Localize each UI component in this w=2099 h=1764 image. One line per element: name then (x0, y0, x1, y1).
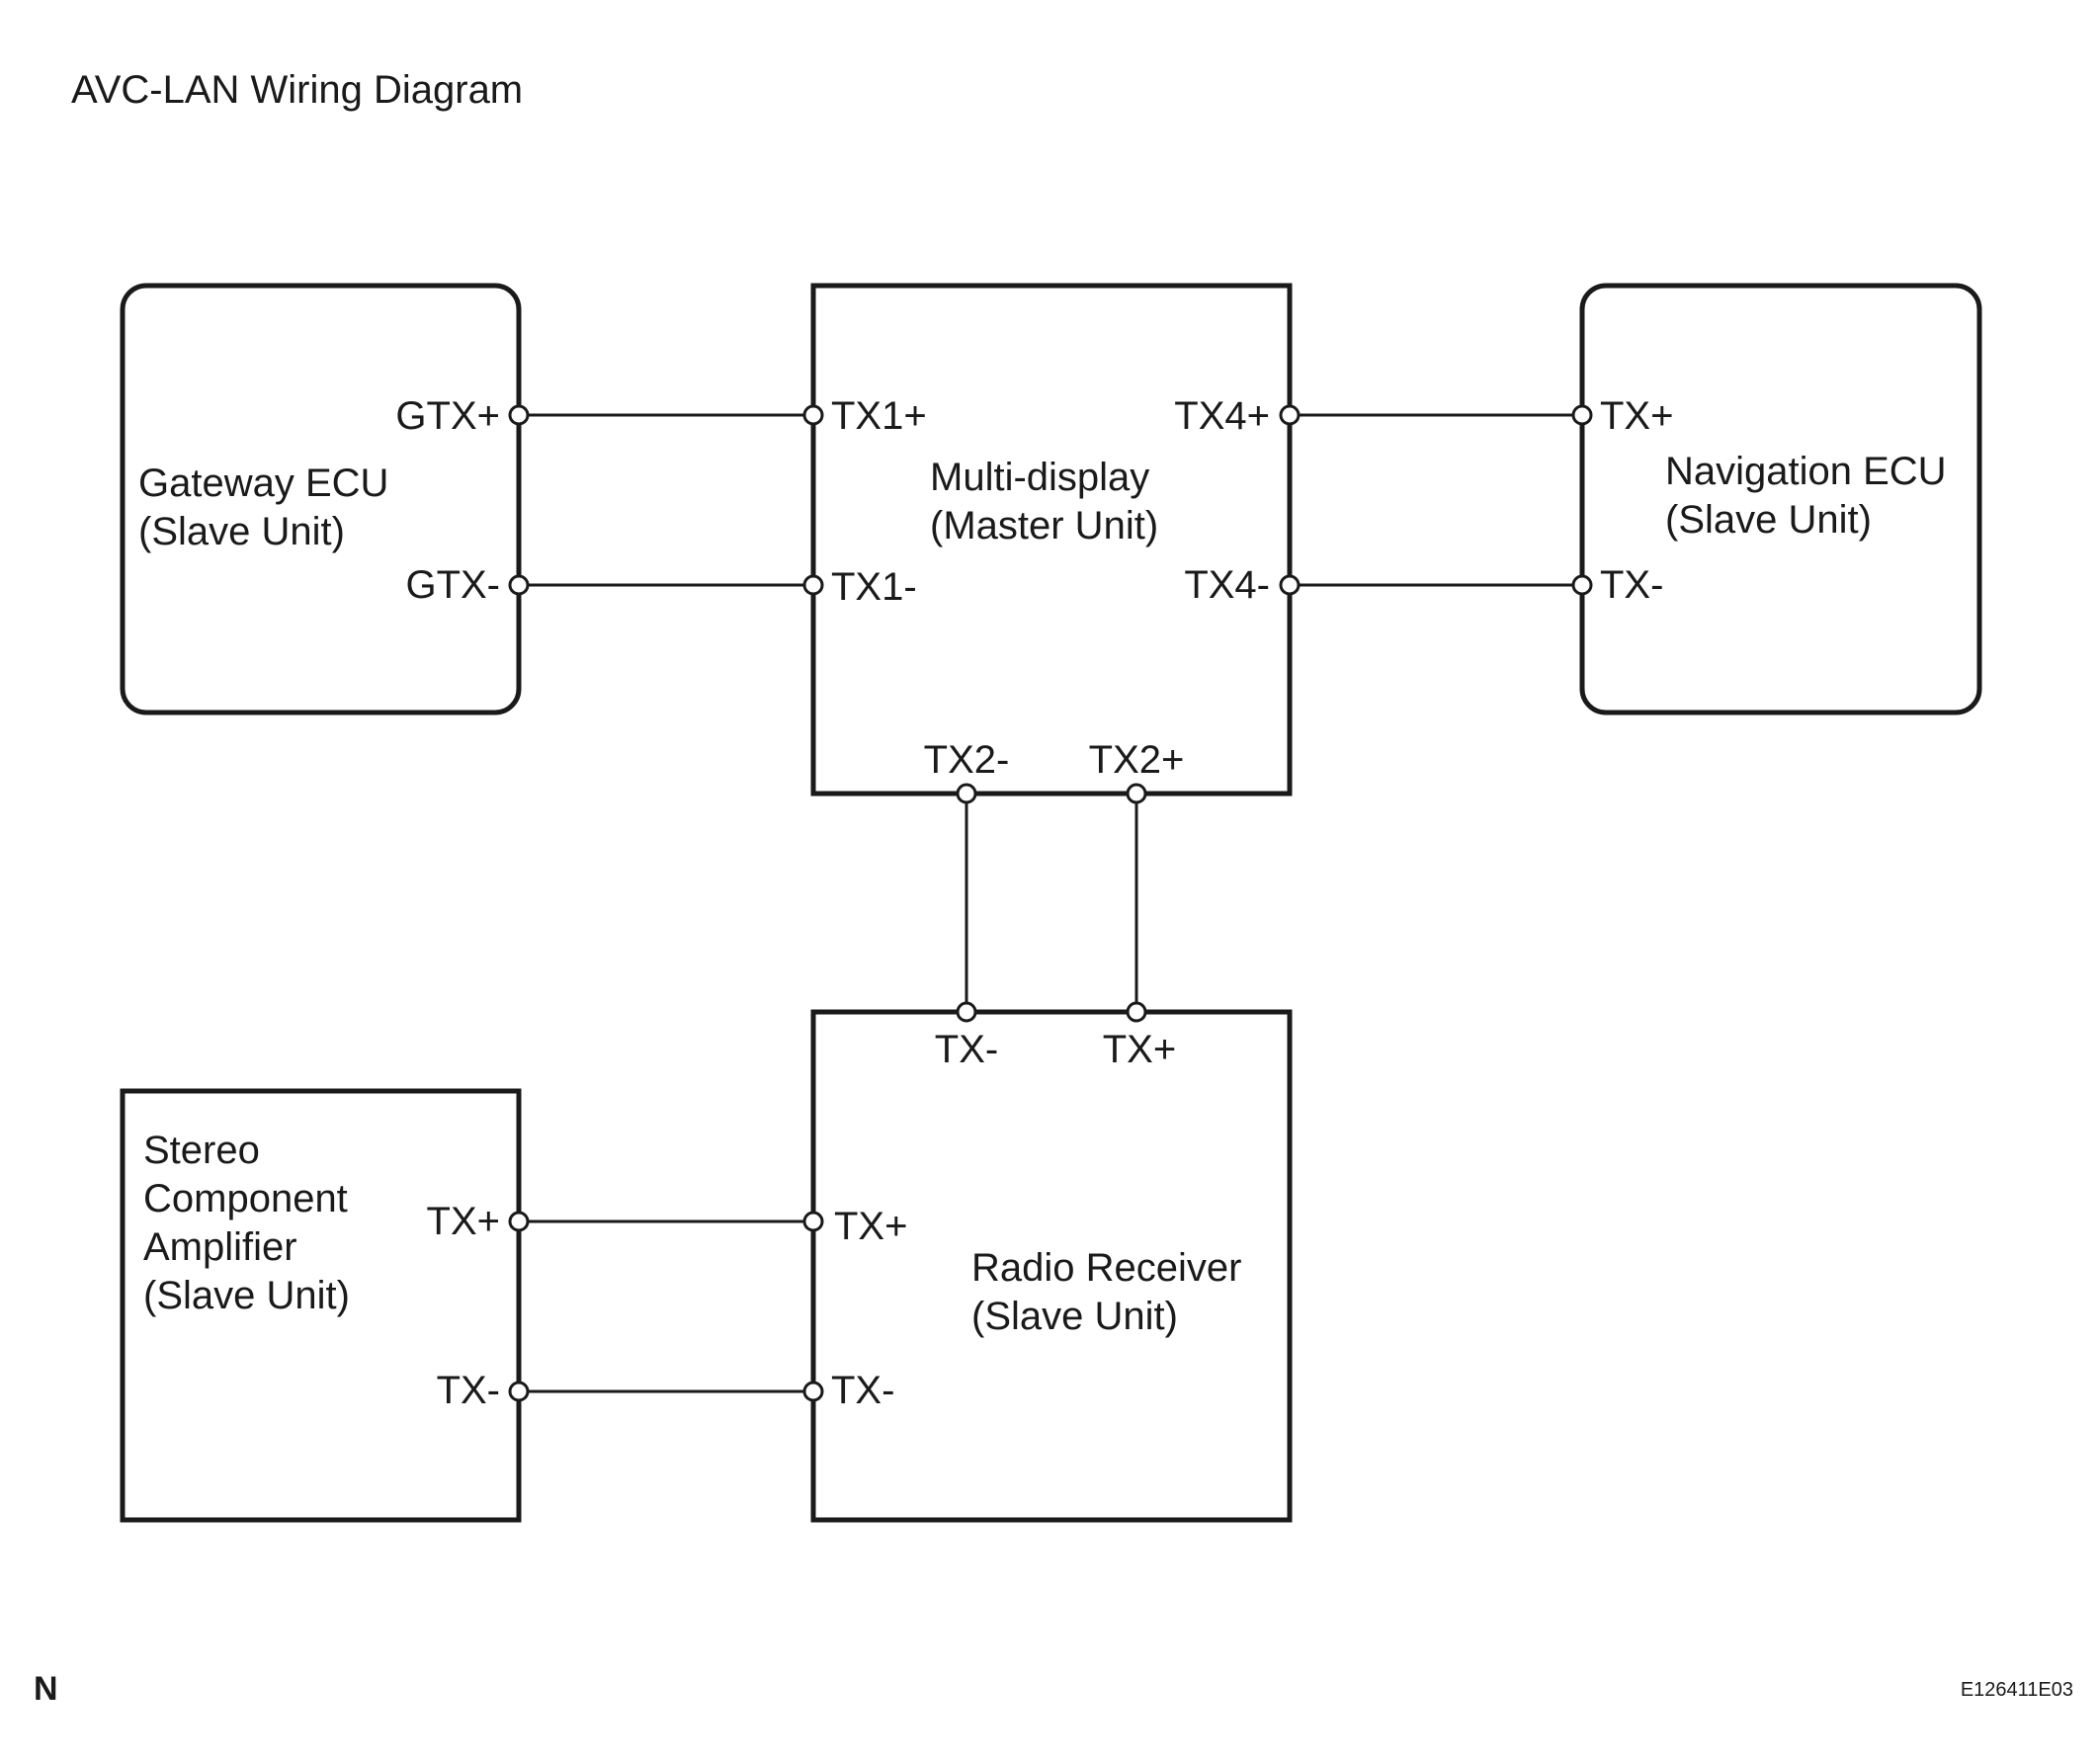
navigation-ecu-box (1579, 283, 1982, 715)
stereo-amplifier-pin-tx-minus: TX- (437, 1369, 500, 1412)
radio-receiver-pin-top-tx-plus: TX+ (1103, 1028, 1176, 1071)
radio-receiver-box (810, 1009, 1293, 1523)
terminal-amp-tx-plus (508, 1211, 530, 1232)
multi-display-box (810, 283, 1293, 797)
terminal-radio-left-tx-plus (802, 1211, 824, 1232)
multi-display-name: Multi-display (930, 456, 1149, 499)
radio-receiver-pin-left-tx-minus: TX- (831, 1369, 894, 1412)
multi-display-pin-tx2-minus: TX2- (924, 738, 1010, 782)
diagram-title: AVC-LAN Wiring Diagram (71, 68, 523, 112)
terminal-radio-left-tx-minus (802, 1381, 824, 1402)
terminal-tx2-plus (1126, 783, 1147, 804)
terminal-amp-tx-minus (508, 1381, 530, 1402)
gateway-ecu-box (120, 283, 522, 715)
navigation-ecu-name: Navigation ECU (1665, 450, 1947, 493)
terminal-radio-top-tx-minus (956, 1001, 977, 1023)
radio-receiver-name: Radio Receiver (971, 1246, 1241, 1290)
radio-receiver-unit: Radio Receiver (Slave Unit) TX- TX+ TX+ … (810, 1009, 1293, 1523)
wires (519, 413, 1582, 1393)
gateway-ecu-unit: Gateway ECU (Slave Unit) GTX+ GTX- (120, 283, 522, 715)
multi-display-role: (Master Unit) (930, 504, 1158, 547)
gateway-pin-gtx-plus: GTX+ (395, 394, 500, 438)
gateway-ecu-role: (Slave Unit) (138, 510, 345, 553)
navigation-pin-tx-plus: TX+ (1600, 394, 1673, 438)
multi-display-pin-tx4-minus: TX4- (1184, 563, 1270, 607)
terminals (508, 404, 1593, 1402)
terminal-nav-tx-plus (1571, 404, 1593, 426)
navigation-ecu-role: (Slave Unit) (1665, 498, 1872, 542)
radio-receiver-pin-left-tx-plus: TX+ (834, 1205, 907, 1248)
multi-display-pin-tx2-plus: TX2+ (1089, 738, 1185, 782)
stereo-amplifier-pin-tx-plus: TX+ (427, 1200, 500, 1243)
gateway-pin-gtx-minus: GTX- (405, 563, 500, 607)
radio-receiver-pin-top-tx-minus: TX- (935, 1028, 998, 1071)
terminal-tx4-plus (1279, 404, 1301, 426)
terminal-tx1-minus (802, 574, 824, 596)
multi-display-unit: Multi-display (Master Unit) TX1+ TX1- TX… (810, 283, 1293, 797)
stereo-amplifier-box (120, 1088, 522, 1523)
stereo-amplifier-name-line-3: Amplifier (143, 1225, 297, 1269)
terminal-gtx-minus (508, 574, 530, 596)
navigation-pin-tx-minus: TX- (1600, 563, 1663, 607)
terminal-nav-tx-minus (1571, 574, 1593, 596)
terminal-gtx-plus (508, 404, 530, 426)
terminal-tx1-plus (802, 404, 824, 426)
terminal-tx2-minus (956, 783, 977, 804)
terminal-tx4-minus (1279, 574, 1301, 596)
navigation-ecu-unit: Navigation ECU (Slave Unit) TX+ TX- (1579, 283, 1982, 715)
gateway-ecu-name: Gateway ECU (138, 462, 388, 505)
stereo-amplifier-role: (Slave Unit) (143, 1274, 350, 1317)
footer-mark: N (34, 1670, 58, 1708)
radio-receiver-role: (Slave Unit) (971, 1295, 1178, 1338)
multi-display-pin-tx4-plus: TX4+ (1174, 394, 1270, 438)
multi-display-pin-tx1-plus: TX1+ (831, 394, 927, 438)
stereo-amplifier-name-line-2: Component (143, 1177, 348, 1220)
terminal-radio-top-tx-plus (1126, 1001, 1147, 1023)
stereo-amplifier-unit: Stereo Component Amplifier (Slave Unit) … (120, 1088, 522, 1523)
figure-code: E126411E03 (1961, 1679, 2073, 1701)
stereo-amplifier-name-line-1: Stereo (143, 1129, 260, 1172)
multi-display-pin-tx1-minus: TX1- (831, 565, 917, 609)
